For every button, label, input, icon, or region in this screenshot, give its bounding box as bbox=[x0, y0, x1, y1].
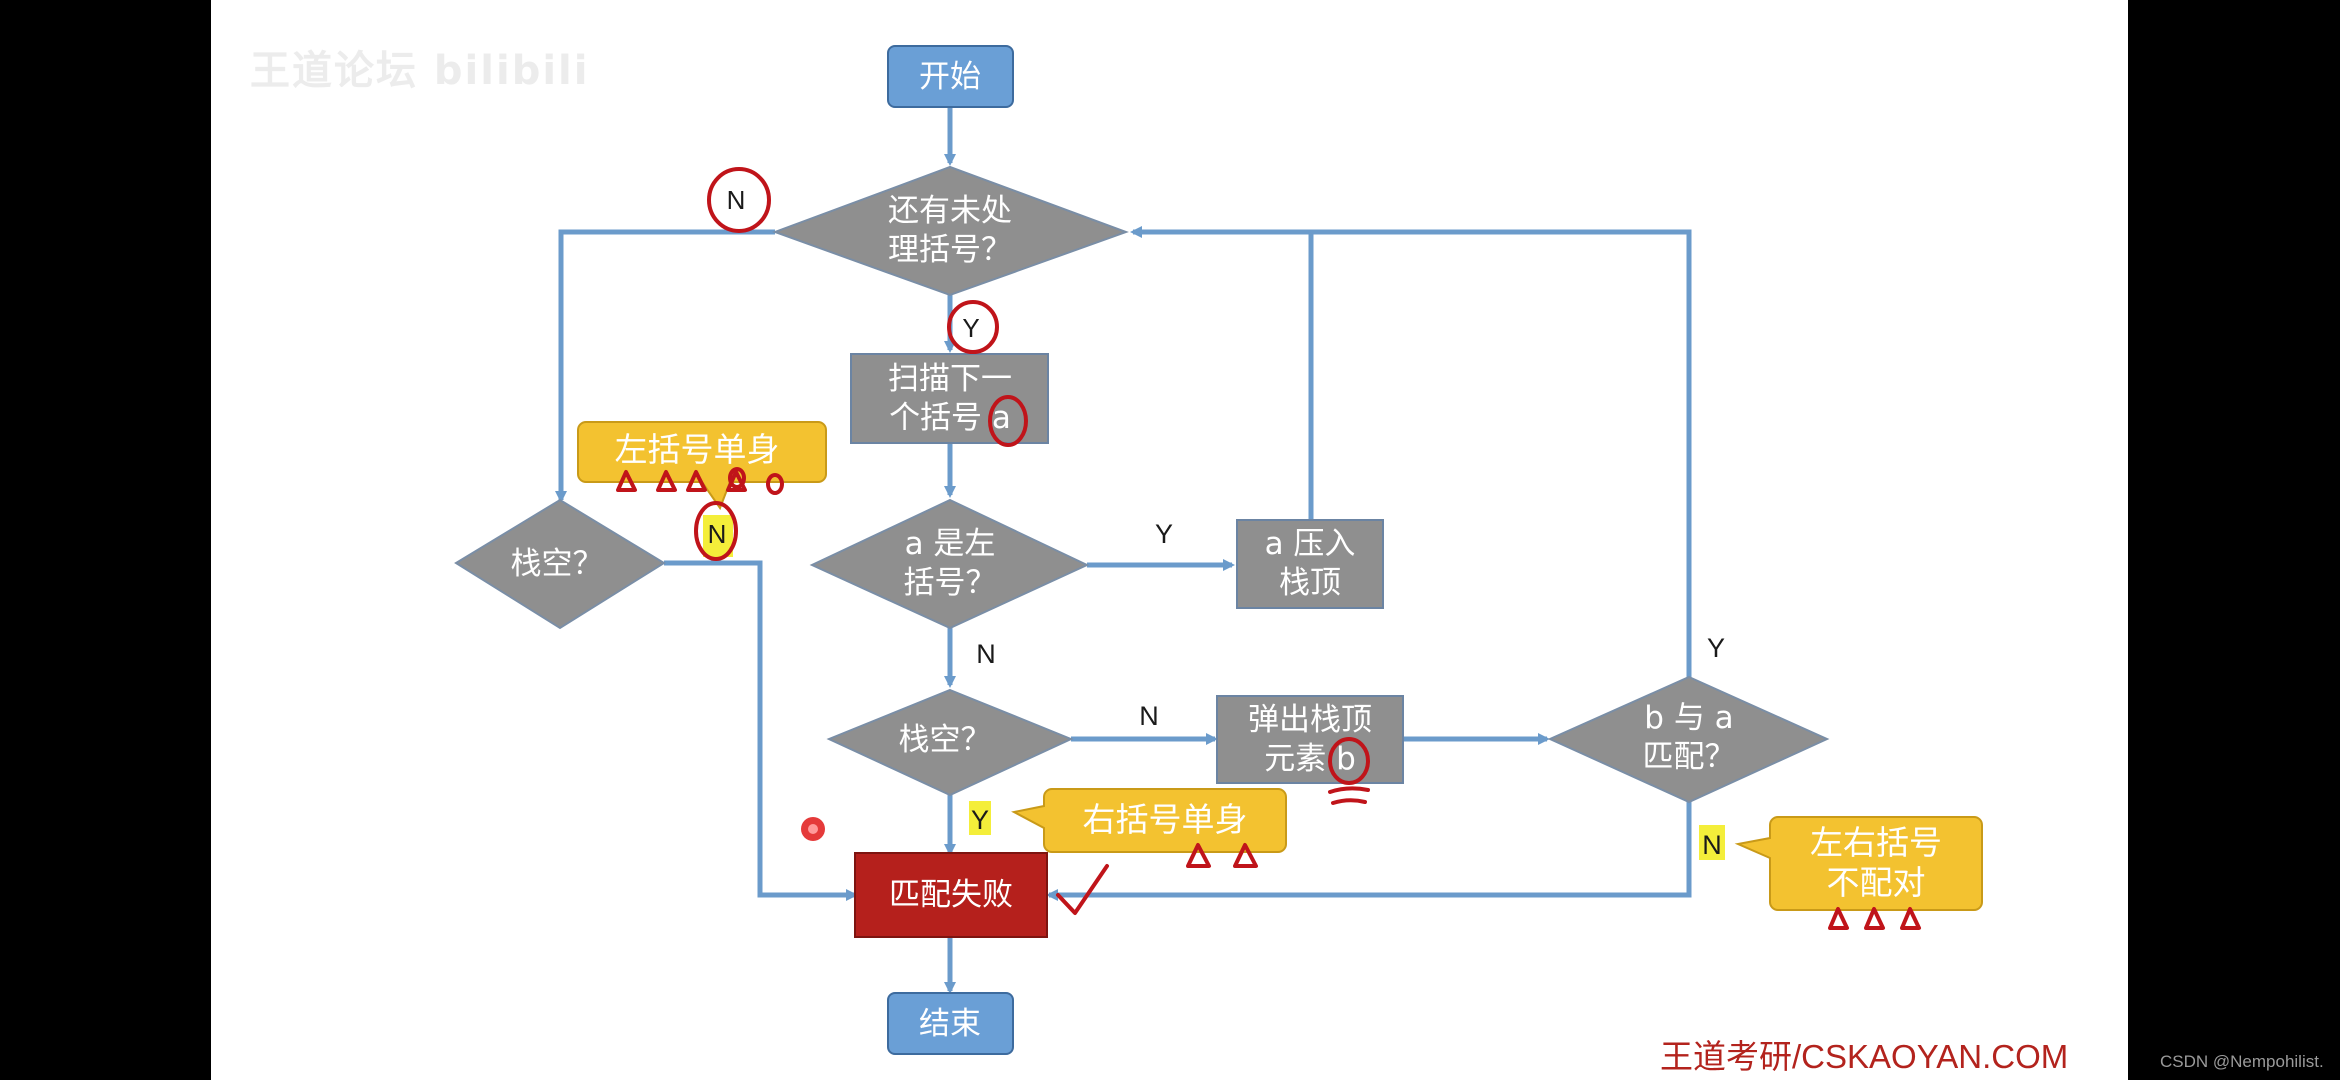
node-has-more-decision: 还有未处 理括号？ bbox=[772, 165, 1129, 297]
callout-right-single: 右括号单身 bbox=[1011, 788, 1287, 853]
stack-empty-left-label: 栈空？ bbox=[511, 546, 604, 582]
has-more-line2: 理括号？ bbox=[888, 232, 1012, 268]
start-label: 开始 bbox=[919, 59, 981, 95]
label-is-left-yes: Y bbox=[1155, 519, 1173, 549]
callout-mismatch-line2: 不配对 bbox=[1827, 863, 1926, 902]
node-match-decision: b 与 a 匹配？ bbox=[1547, 675, 1830, 804]
scan-line1: 扫描下一 bbox=[888, 361, 1012, 397]
node-scan-process: 扫描下一 个括号 a bbox=[850, 353, 1049, 444]
ink-check-mark bbox=[1056, 864, 1109, 915]
callout-right-single-text: 右括号单身 bbox=[1083, 800, 1248, 839]
has-more-line1: 还有未处 bbox=[888, 193, 1012, 229]
watermark: 王道考研/CSKAOYAN.COM bbox=[1660, 1038, 2069, 1075]
callout-mismatch-line1: 左右括号 bbox=[1810, 823, 1942, 862]
node-push-process: a 压入 栈顶 bbox=[1236, 519, 1384, 609]
is-left-line1: a 是左 bbox=[905, 526, 996, 562]
edge-match-no-to-fail bbox=[1046, 802, 1692, 901]
callout-left-single-text: 左括号单身 bbox=[615, 430, 780, 469]
edge-match-yes-loop-back bbox=[1311, 229, 1692, 677]
push-line2: 栈顶 bbox=[1279, 565, 1341, 601]
fail-label: 匹配失败 bbox=[889, 877, 1013, 913]
edges bbox=[555, 107, 1692, 994]
ink-marks-right-single bbox=[1186, 843, 1258, 868]
label-stack-mid-no: N bbox=[1139, 701, 1159, 731]
ink-circle-stack-left-no bbox=[694, 501, 738, 561]
edge-push-loop-back bbox=[1130, 226, 1314, 520]
ink-underline-b bbox=[1328, 786, 1370, 805]
ink-marks-left-single bbox=[616, 470, 747, 492]
ink-circle-var-a bbox=[988, 395, 1028, 447]
end-label: 结束 bbox=[919, 1006, 981, 1042]
ink-o-mark-1 bbox=[728, 467, 746, 489]
stack-empty-mid-label: 栈空？ bbox=[899, 722, 992, 758]
edge-hasmore-no-to-stackleft bbox=[555, 229, 775, 503]
label-has-more-yes: Y bbox=[962, 313, 979, 343]
callout-left-single: 左括号单身 bbox=[577, 421, 827, 511]
logo-ghost: 王道论坛 bilibili bbox=[250, 48, 590, 94]
node-stack-empty-left-decision: 栈空？ bbox=[454, 498, 666, 630]
node-pop-process: 弹出栈顶 元素 b bbox=[1216, 695, 1404, 784]
label-stack-left-no: N bbox=[708, 519, 727, 549]
pop-line1: 弹出栈顶 bbox=[1248, 702, 1372, 738]
label-stack-mid-yes: Y bbox=[971, 805, 989, 835]
label-is-left-no: N bbox=[976, 639, 996, 669]
ink-annotations bbox=[616, 167, 1921, 930]
ink-circle-var-b bbox=[1328, 737, 1370, 785]
node-fail-terminal: 匹配失败 bbox=[854, 852, 1048, 938]
ink-circle-has-more-no bbox=[707, 167, 771, 233]
match-line2: 匹配？ bbox=[1643, 739, 1736, 775]
push-line1: a 压入 bbox=[1265, 526, 1356, 562]
callout-mismatch: 左右括号 不配对 bbox=[1734, 816, 1983, 911]
is-left-line2: 括号？ bbox=[904, 565, 997, 601]
node-stack-empty-mid-decision: 栈空？ bbox=[826, 688, 1074, 797]
label-match-yes: Y bbox=[1707, 633, 1725, 663]
node-start: 开始 bbox=[887, 45, 1014, 108]
node-is-left-decision: a 是左 括号？ bbox=[809, 498, 1090, 630]
pop-line2: 元素 b bbox=[1264, 741, 1356, 777]
ink-marks-mismatch bbox=[1828, 907, 1921, 930]
ink-circle-has-more-yes bbox=[947, 300, 999, 354]
label-has-more-no: N bbox=[727, 185, 746, 215]
ink-o-mark-2 bbox=[766, 473, 784, 495]
match-line1: b 与 a bbox=[1644, 700, 1733, 736]
edge-stackleft-no-to-fail bbox=[664, 560, 858, 901]
node-end: 结束 bbox=[887, 992, 1014, 1055]
csdn-credit: CSDN @Nempohilist. bbox=[2160, 1052, 2324, 1071]
label-match-no: N bbox=[1702, 830, 1722, 860]
